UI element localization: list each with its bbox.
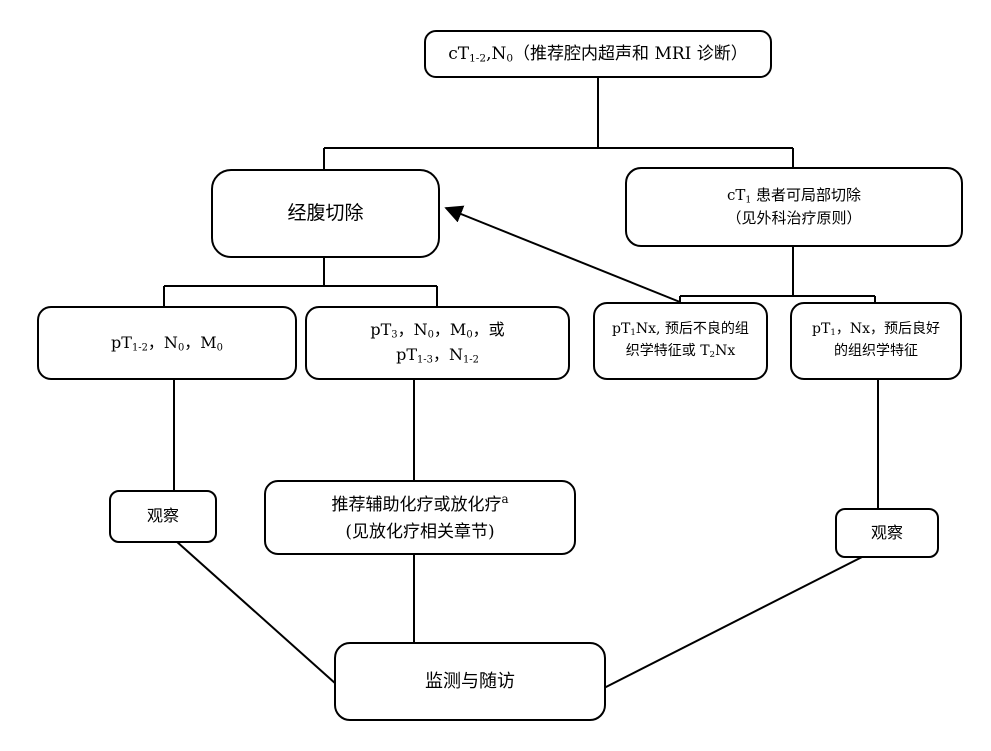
node-adjuvant-chemo-line-1: 推荐辅助化疗或放化疗a bbox=[331, 492, 509, 516]
connector-observe-right-to-followup bbox=[603, 555, 865, 689]
node-local-excision-line-2: （见外科治疗原则） bbox=[726, 209, 862, 228]
node-local-excision: cT1 患者可局部切除 （见外科治疗原则） bbox=[625, 167, 963, 247]
node-transabdominal-resection: 经腹切除 bbox=[211, 169, 440, 258]
node-observe-left: 观察 bbox=[109, 490, 217, 543]
node-pt1nx-poor-line-2: 织学特征或 T2Nx bbox=[625, 343, 736, 361]
node-pt1-2-n0-m0-label: pT1-2，N0，M0 bbox=[111, 332, 223, 354]
node-follow-up: 监测与随访 bbox=[334, 642, 606, 721]
node-observe-left-label: 观察 bbox=[146, 506, 179, 526]
node-pt3-line-1: pT3，N0，M0，或 bbox=[370, 320, 505, 341]
node-local-excision-line-1: cT1 患者可局部切除 bbox=[726, 185, 862, 205]
node-pt1-nx-good-histology: pT1，Nx，预后良好 的组织学特征 bbox=[790, 302, 962, 380]
node-root: cT1-2,N0（推荐腔内超声和 MRI 诊断） bbox=[424, 30, 772, 78]
node-observe-right: 观察 bbox=[835, 508, 939, 558]
node-pt3-n0-m0: pT3，N0，M0，或 pT1-3，N1-2 bbox=[305, 306, 570, 380]
node-root-label: cT1-2,N0（推荐腔内超声和 MRI 诊断） bbox=[448, 43, 748, 65]
arrow-to-transabdominal bbox=[444, 205, 681, 303]
node-follow-up-label: 监测与随访 bbox=[425, 670, 515, 692]
node-pt1nx-poor-line-1: pT1Nx, 预后不良的组 bbox=[612, 321, 749, 339]
node-pt1-nx-good-line-2: 的组织学特征 bbox=[834, 343, 918, 359]
node-pt1nx-poor-histology: pT1Nx, 预后不良的组 织学特征或 T2Nx bbox=[593, 302, 768, 380]
node-observe-right-label: 观察 bbox=[870, 522, 903, 542]
node-transabdominal-label: 经腹切除 bbox=[287, 201, 364, 224]
node-pt3-line-2: pT1-3，N1-2 bbox=[396, 345, 479, 366]
node-pt1-2-n0-m0: pT1-2，N0，M0 bbox=[37, 306, 297, 380]
connector-observe-left-to-followup bbox=[175, 540, 337, 685]
node-adjuvant-chemo: 推荐辅助化疗或放化疗a (见放化疗相关章节) bbox=[264, 480, 576, 555]
node-pt1-nx-good-line-1: pT1，Nx，预后良好 bbox=[812, 321, 940, 339]
node-adjuvant-chemo-line-2: (见放化疗相关章节) bbox=[345, 521, 495, 542]
